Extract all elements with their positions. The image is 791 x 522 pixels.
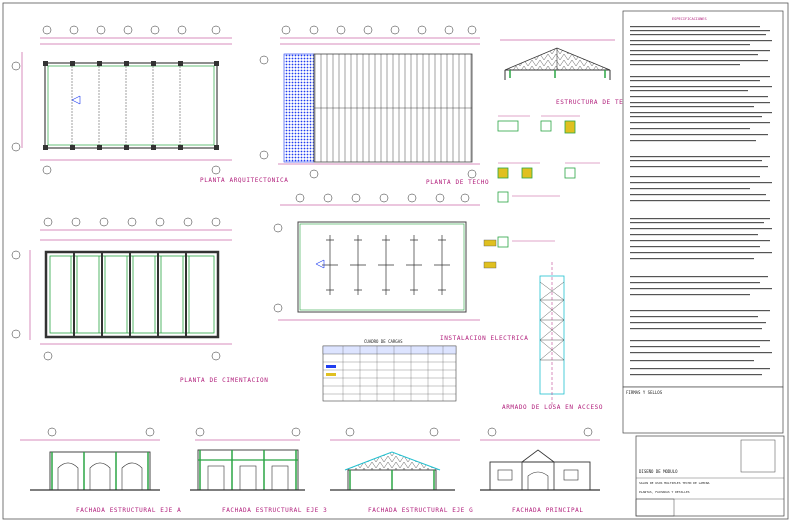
cuadro-de-cargas-table bbox=[322, 345, 457, 402]
planta-de-cimentacion bbox=[11, 217, 232, 361]
label-fachada-eje-g: FACHADA ESTRUCTURAL EJE G bbox=[368, 507, 473, 514]
estructura-de-techo bbox=[500, 39, 615, 80]
label-cuadro-de-cargas: CUADRO DE CARGAS bbox=[364, 339, 403, 344]
title-line-2: SALON DE USOS MULTIPLES TECHO DE LAMINA bbox=[639, 481, 710, 485]
label-planta-de-cimentacion: PLANTA DE CIMENTACION bbox=[180, 377, 268, 384]
label-instalacion-electrica: INSTALACION ELECTRICA bbox=[440, 335, 528, 342]
fachada-eje-3 bbox=[190, 427, 305, 491]
especificaciones-panel bbox=[622, 10, 784, 388]
detalles-estructurales bbox=[497, 115, 600, 248]
label-fachada-principal: FACHADA PRINCIPAL bbox=[512, 507, 584, 514]
label-fachada-eje-3: FACHADA ESTRUCTURAL EJE 3 bbox=[222, 507, 327, 514]
fachada-eje-g bbox=[330, 427, 460, 491]
planta-de-techo bbox=[259, 25, 480, 179]
label-planta-arquitectonica: PLANTA ARQUITECTONICA bbox=[200, 177, 288, 184]
label-estructura-de-techo: ESTRUCTURA DE TECHO bbox=[556, 99, 636, 106]
label-planta-de-techo: PLANTA DE TECHO bbox=[426, 179, 489, 186]
firmas-y-sellos: FIRMAS Y SELLOS bbox=[626, 390, 663, 395]
label-fachada-eje-a: FACHADA ESTRUCTURAL EJE A bbox=[76, 507, 181, 514]
instalacion-electrica bbox=[273, 193, 497, 321]
planta-arquitectonica bbox=[11, 25, 232, 175]
fachada-principal bbox=[480, 427, 600, 491]
especificaciones-title: ESPECIFICACIONES bbox=[672, 17, 707, 21]
firmas-box bbox=[622, 386, 784, 434]
title-line-1: DISEÑO DE MODULO bbox=[639, 469, 678, 474]
fachada-eje-a bbox=[20, 427, 160, 491]
title-line-3: PLANTAS, FACHADAS Y DETALLES bbox=[639, 490, 690, 494]
label-armado-de-losa: ARMADO DE LOSA EN ACCESO bbox=[502, 404, 603, 411]
armado-de-losa bbox=[539, 262, 565, 405]
title-block bbox=[635, 435, 785, 517]
